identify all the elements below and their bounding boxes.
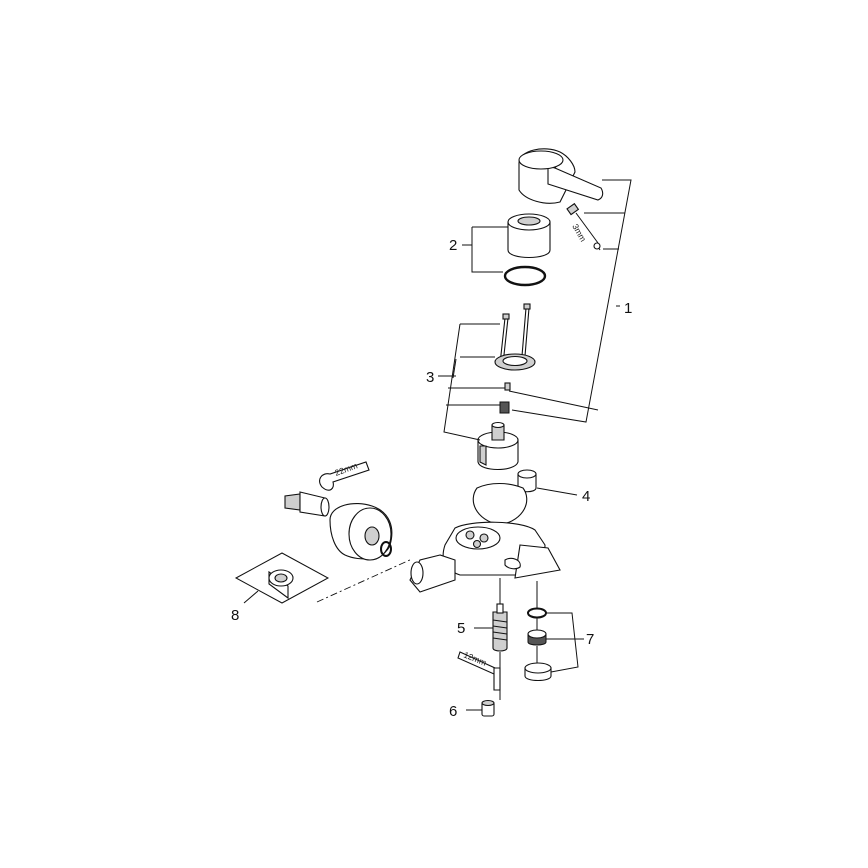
end-cap [481,699,495,717]
connector-axis [316,558,413,603]
wall-flange [329,502,393,561]
mixer-body [409,482,561,593]
cartridge [477,421,519,471]
small-screw [504,382,511,391]
adapter [499,401,510,414]
callout-1: 1 [624,300,632,317]
flange-washer [380,541,392,557]
hex-key-small-label: 3mm [570,222,588,243]
callout-2: 2 [449,237,457,254]
leader-lines [243,179,632,711]
lever-handle [518,148,604,204]
aerator-insert [527,629,547,646]
set-screw [566,202,580,216]
diverter [492,603,508,652]
callout-4: 4 [582,488,590,505]
mounting-bolts [499,303,531,365]
s-union [284,491,330,517]
callout-6: 6 [449,703,457,720]
aerator-washer [527,607,547,619]
aerator-housing [524,662,552,682]
hex-key-3mm [575,212,601,251]
clamping-ring [494,353,536,371]
o-ring [503,265,547,287]
callout-3: 3 [426,369,434,386]
callout-7: 7 [586,631,594,648]
callout-8: 8 [231,607,239,624]
callout-5: 5 [457,620,465,637]
wrench-22mm [319,461,370,491]
cover-cap [507,213,551,259]
connector [268,569,294,600]
connector-frame [234,552,330,604]
